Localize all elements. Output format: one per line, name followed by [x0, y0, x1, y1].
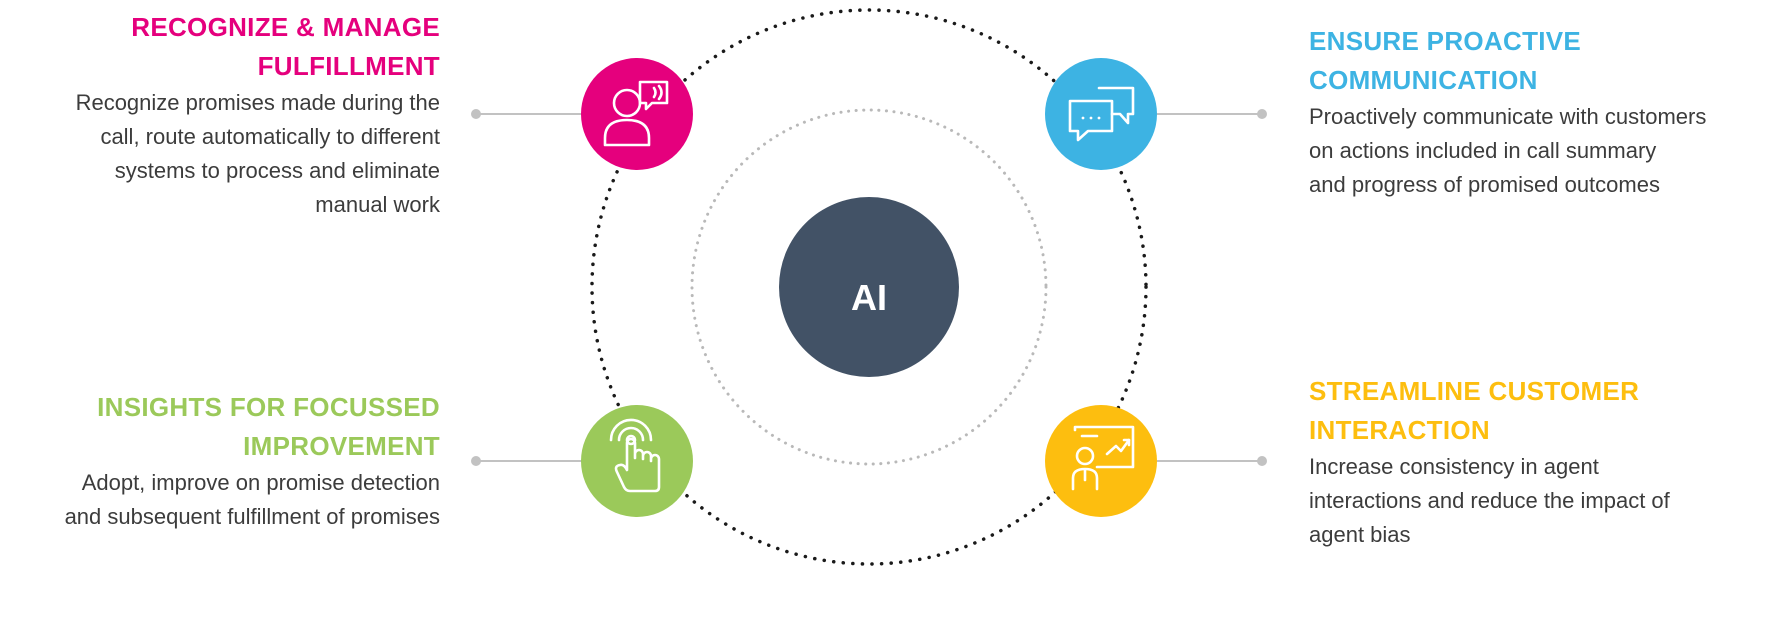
block-streamline-interaction: STREAMLINE CUSTOMER INTERACTION Increase… [1309, 372, 1779, 552]
connector-bottom-left [471, 456, 584, 466]
connector-bottom-right [1157, 456, 1267, 466]
desc-line: Adopt, improve on promise detection [81, 470, 440, 495]
description-streamline-interaction: Increase consistency in agent interactio… [1309, 450, 1779, 552]
desc-line: agent bias [1309, 522, 1411, 547]
desc-line: Proactively communicate with customers [1309, 104, 1707, 129]
desc-line: manual work [315, 192, 440, 217]
heading-recognize-manage: RECOGNIZE & MANAGE FULFILLMENT [10, 8, 440, 86]
heading-line-2: IMPROVEMENT [243, 431, 440, 461]
desc-line: and progress of promised outcomes [1309, 172, 1660, 197]
desc-line: and subsequent fulfillment of promises [64, 504, 440, 529]
block-recognize-manage: RECOGNIZE & MANAGE FULFILLMENT Recognize… [10, 8, 440, 222]
outer-dotted-ring [590, 8, 1148, 566]
inner-dotted-ring [690, 108, 1048, 466]
block-proactive-communication: ENSURE PROACTIVE COMMUNICATION Proactive… [1309, 22, 1784, 202]
heading-streamline-interaction: STREAMLINE CUSTOMER INTERACTION [1309, 372, 1779, 450]
desc-line: Increase consistency in agent [1309, 454, 1599, 479]
connector-top-left [471, 109, 584, 119]
chat-bubbles-icon [1068, 86, 1135, 142]
heading-proactive-communication: ENSURE PROACTIVE COMMUNICATION [1309, 22, 1784, 100]
description-recognize-manage: Recognize promises made during the call,… [10, 86, 440, 222]
heading-line-2: COMMUNICATION [1309, 65, 1538, 95]
desc-line: Recognize promises made during the [75, 90, 440, 115]
connector-top-right [1157, 109, 1267, 119]
description-insights-improvement: Adopt, improve on promise detection and … [10, 466, 440, 534]
presentation-icon [1071, 425, 1135, 491]
desc-line: on actions included in call summary [1309, 138, 1657, 163]
desc-line: systems to process and eliminate [114, 158, 440, 183]
heading-line-1: INSIGHTS FOR FOCUSSED [97, 392, 440, 422]
node-top-right [1045, 58, 1157, 170]
heading-line-1: STREAMLINE CUSTOMER [1309, 376, 1640, 406]
heading-line-1: RECOGNIZE & MANAGE [131, 12, 440, 42]
heading-line-2: INTERACTION [1309, 415, 1490, 445]
center-circle [779, 197, 959, 377]
touch-hand-icon [609, 418, 661, 493]
description-proactive-communication: Proactively communicate with customers o… [1309, 100, 1784, 202]
heading-line-2: FULFILLMENT [257, 51, 440, 81]
node-bottom-right [1045, 405, 1157, 517]
desc-line: interactions and reduce the impact of [1309, 488, 1670, 513]
node-bottom-left [581, 405, 693, 517]
desc-line: call, route automatically to different [100, 124, 440, 149]
block-insights-improvement: INSIGHTS FOR FOCUSSED IMPROVEMENT Adopt,… [10, 388, 440, 534]
heading-line-1: ENSURE PROACTIVE [1309, 26, 1582, 56]
node-top-left [581, 58, 693, 170]
agent-chat-icon [603, 80, 669, 147]
heading-insights-improvement: INSIGHTS FOR FOCUSSED IMPROVEMENT [10, 388, 440, 466]
center-ai-label: AI [851, 277, 887, 318]
